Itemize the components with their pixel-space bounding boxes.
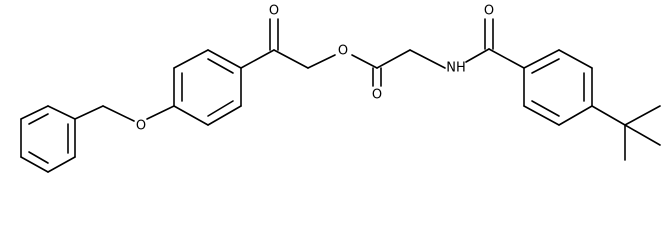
bond [207,49,242,69]
tert-butyl-group [591,105,661,161]
benzyl-ring [20,105,76,173]
double-bond-inner [531,100,560,117]
bond [523,49,560,69]
bond [624,124,661,146]
bond [240,49,275,69]
ester-carbonyl-oxygen-label: O [372,88,382,103]
ether-oxygen-label: O [136,119,146,134]
bond [102,105,135,122]
bond [20,105,49,120]
bond [465,48,490,63]
amide-oxygen-label: O [484,4,494,19]
bond [409,49,446,69]
ester-oxygen-label: O [338,44,348,59]
structure-diagram: O O O O NH O [20,4,661,173]
bond [173,105,209,126]
double-bond-inner [28,151,49,164]
bond [523,105,560,126]
bond [351,54,378,69]
bond [273,49,309,69]
bond [307,54,336,69]
bond [488,48,525,69]
amide-nitrogen-label: NH [446,61,466,76]
bond [624,105,661,126]
bond [47,105,76,120]
bond [558,105,593,126]
bond [74,105,104,120]
bond [558,49,593,69]
bond [20,156,49,173]
double-bond-inner [28,113,49,125]
double-bond-inner [207,100,234,117]
bond [173,49,209,69]
bond [376,49,411,69]
bond [47,156,76,173]
double-bond-inner [531,58,560,74]
bond [146,105,175,120]
ketone-oxygen-label: O [269,4,279,19]
phenoxy-ring [173,49,242,126]
double-bond-inner [207,58,234,74]
bond [591,105,626,126]
molecule-drawing: O O O O NH O [20,4,661,173]
bond [207,105,242,126]
tert-butyl-phenyl-ring [523,49,593,126]
